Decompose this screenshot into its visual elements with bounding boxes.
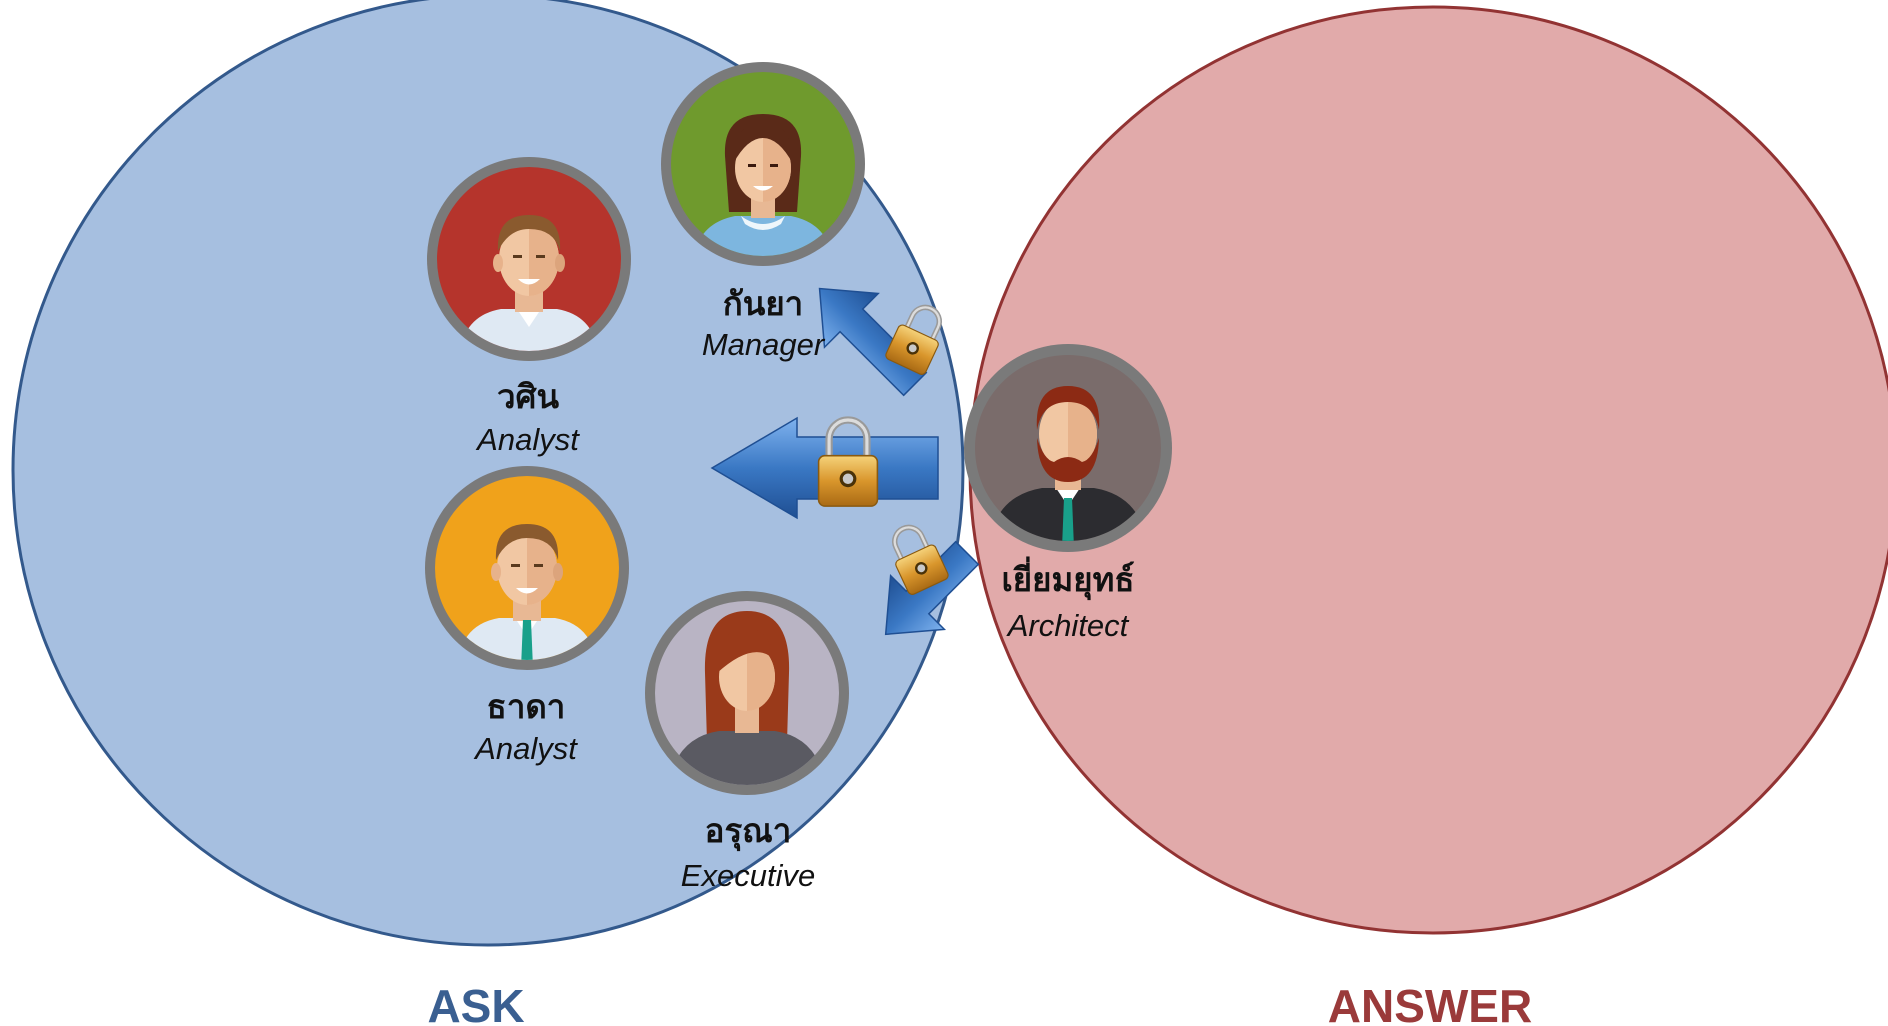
avatar-kanya bbox=[661, 62, 865, 266]
arrow-to-analysts bbox=[710, 418, 939, 520]
answer-caption: ANSWER bbox=[1328, 980, 1532, 1026]
name-wasin: วศิน bbox=[497, 377, 559, 416]
avatar-wasin bbox=[427, 157, 631, 361]
avatar-thada bbox=[425, 466, 629, 670]
role-thada: Analyst bbox=[473, 731, 578, 766]
arrow-to-executive bbox=[859, 519, 980, 636]
name-yiamyut: เยี่ยมยุทธ์ bbox=[1002, 556, 1135, 601]
name-aruna: อรุณา bbox=[705, 811, 792, 852]
ask-caption: ASK bbox=[427, 980, 524, 1026]
role-aruna: Executive bbox=[681, 858, 815, 893]
role-kanya: Manager bbox=[702, 327, 826, 362]
name-kanya: กันยา bbox=[723, 284, 803, 323]
role-wasin: Analyst bbox=[475, 422, 580, 457]
name-thada: ธาดา bbox=[487, 687, 566, 726]
role-yiamyut: Architect bbox=[1006, 608, 1130, 643]
avatar-aruna bbox=[645, 591, 849, 795]
avatar-yiamyut bbox=[964, 344, 1172, 552]
arrow-to-manager bbox=[818, 287, 951, 397]
